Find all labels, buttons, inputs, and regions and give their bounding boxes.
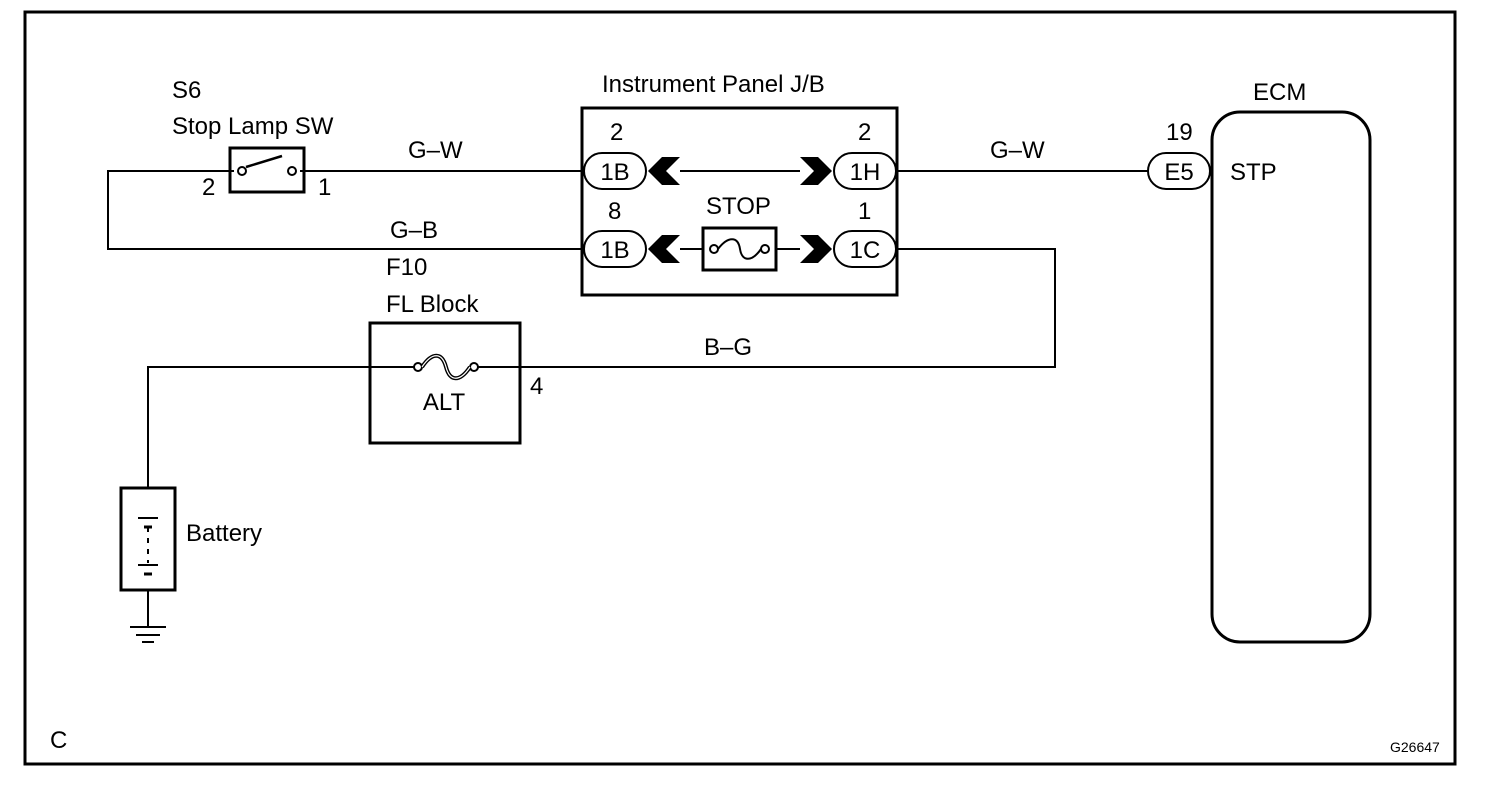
ecm-connector-e5 <box>1147 152 1211 190</box>
stop-lamp-switch: S6 Stop Lamp SW 2 1 <box>172 77 334 201</box>
jb-arrow-right-top <box>800 157 832 185</box>
jb-connector-1b-top-label: 1B <box>600 159 629 186</box>
jb-box <box>580 106 899 297</box>
fuse-icon <box>717 238 762 260</box>
jb-fuse-label: STOP <box>706 193 771 220</box>
fl-block-box <box>368 321 522 445</box>
wires <box>107 170 1148 626</box>
jb-connector-1b-top <box>583 152 647 190</box>
jb-connector-1c-label: 1C <box>850 237 881 264</box>
battery-symbol <box>119 486 177 592</box>
wire-color-switch-to-jb: G–W <box>408 137 463 164</box>
ecm: ECM 19 E5 STP <box>1147 79 1372 644</box>
jb-pin-2-right: 2 <box>858 119 871 146</box>
fl-block-code: F10 <box>386 254 427 281</box>
frame-letter: C <box>50 727 67 754</box>
jb-pin-2-left: 2 <box>610 119 623 146</box>
switch-pin-left: 2 <box>202 174 215 201</box>
jb-connector-1b-bottom-label: 1B <box>600 237 629 264</box>
battery: Battery <box>119 486 262 592</box>
fl-block-fuse-label: ALT <box>423 389 466 416</box>
fl-block: F10 FL Block ALT 4 <box>368 254 543 445</box>
figure-code: G26647 <box>1390 739 1440 755</box>
jb-connector-1h-label: 1H <box>850 159 881 186</box>
wire-color-fl-to-jb: B–G <box>704 334 752 361</box>
switch-code: S6 <box>172 77 201 104</box>
jb-pin-8: 8 <box>608 198 621 225</box>
ecm-terminal-stp: STP <box>1230 159 1277 186</box>
jb-title: Instrument Panel J/B <box>602 71 825 98</box>
jb-connector-1h <box>833 152 897 190</box>
switch-name: Stop Lamp SW <box>172 113 334 140</box>
jb-arrow-left-bottom <box>648 235 680 263</box>
jb-pin-1: 1 <box>858 198 871 225</box>
ecm-box <box>1210 110 1372 644</box>
switch-pin-right: 1 <box>318 174 331 201</box>
wire-color-jb-to-ecm: G–W <box>990 137 1045 164</box>
instrument-panel-jb: Instrument Panel J/B 2 1B 2 1H 8 1B STOP… <box>580 71 899 297</box>
ground-icon <box>130 626 166 643</box>
jb-connector-1b-bottom <box>583 230 647 268</box>
jb-connector-1c <box>833 230 897 268</box>
diagram-frame <box>23 10 1457 766</box>
battery-label: Battery <box>186 520 262 547</box>
ecm-connector-pin: 19 <box>1166 119 1193 146</box>
fl-block-name: FL Block <box>386 291 479 318</box>
jb-arrow-left-top <box>648 157 680 185</box>
switch-symbol <box>228 146 306 194</box>
ecm-connector-label: E5 <box>1164 159 1193 186</box>
jb-arrow-right-bottom <box>800 235 832 263</box>
ecm-title: ECM <box>1253 79 1306 106</box>
wire-color-ground-loop: G–B <box>390 217 438 244</box>
fl-block-pin: 4 <box>530 373 543 400</box>
